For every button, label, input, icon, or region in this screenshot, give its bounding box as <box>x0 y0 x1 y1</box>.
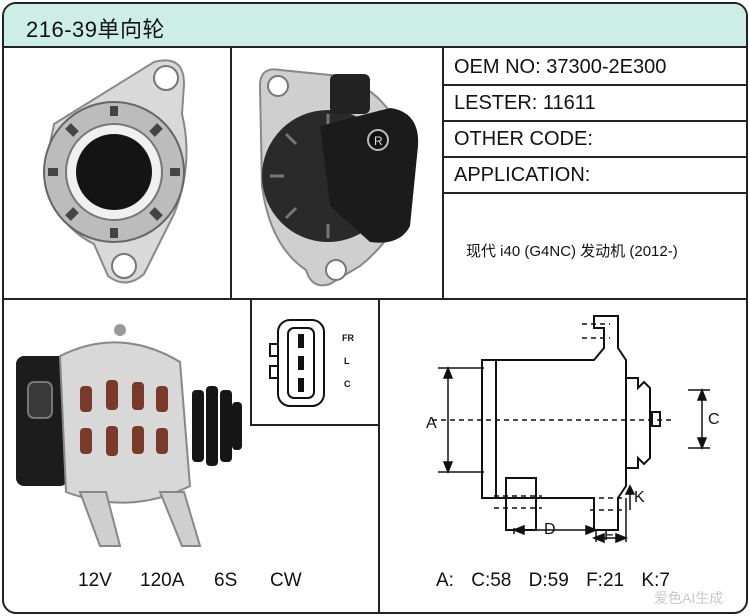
dim-c: C:58 <box>471 570 512 591</box>
divider <box>378 298 380 612</box>
dimension-drawing: A C D F K <box>426 315 720 544</box>
svg-text:R: R <box>374 134 383 148</box>
dimension-values: A: C:58 D:59 F:21 K:7 <box>436 570 680 592</box>
watermark: 爱色AI生成 <box>654 590 724 606</box>
other-code-label: OTHER CODE: <box>454 128 593 150</box>
rotation: CW <box>270 570 302 591</box>
plug-pin-fr: FR <box>342 333 354 343</box>
lester-number: LESTER: 11611 <box>454 92 596 114</box>
dim-k: K:7 <box>641 570 670 591</box>
plug-pin-l: L <box>344 356 350 366</box>
dim-f: F:21 <box>586 570 625 591</box>
alternator-side-image <box>16 324 242 547</box>
pulley-grooves: 6S <box>214 570 238 591</box>
label-d: D <box>544 521 556 538</box>
divider <box>4 298 746 300</box>
application-row: APPLICATION: <box>444 158 746 194</box>
divider <box>250 424 380 426</box>
oem-row: OEM NO: 37300-2E300 <box>444 50 746 86</box>
oem-number: OEM NO: 37300-2E300 <box>454 56 667 78</box>
dim-d: D:59 <box>528 570 569 591</box>
label-c: C <box>708 411 720 428</box>
application-label: APPLICATION: <box>454 164 591 186</box>
label-f: F <box>604 527 614 544</box>
lester-row: LESTER: 11611 <box>444 86 746 122</box>
divider <box>230 48 232 300</box>
product-title: 216-39单向轮 <box>26 17 166 42</box>
header-bar: 216-39单向轮 <box>4 4 746 48</box>
label-a: A <box>426 415 437 432</box>
application-value: 现代 i40 (G4NC) 发动机 (2012-) <box>466 243 678 260</box>
label-k: K <box>634 489 645 506</box>
voltage: 12V <box>78 570 112 591</box>
plug-diagram <box>269 319 325 407</box>
divider <box>442 48 444 300</box>
plug-pin-c: C <box>344 379 351 389</box>
amperage: 120A <box>140 570 185 591</box>
other-code-row: OTHER CODE: <box>444 122 746 158</box>
alternator-front-image <box>42 59 188 284</box>
alternator-rear-image: R <box>258 68 419 287</box>
divider <box>250 298 252 426</box>
dim-a: A: <box>436 570 454 591</box>
